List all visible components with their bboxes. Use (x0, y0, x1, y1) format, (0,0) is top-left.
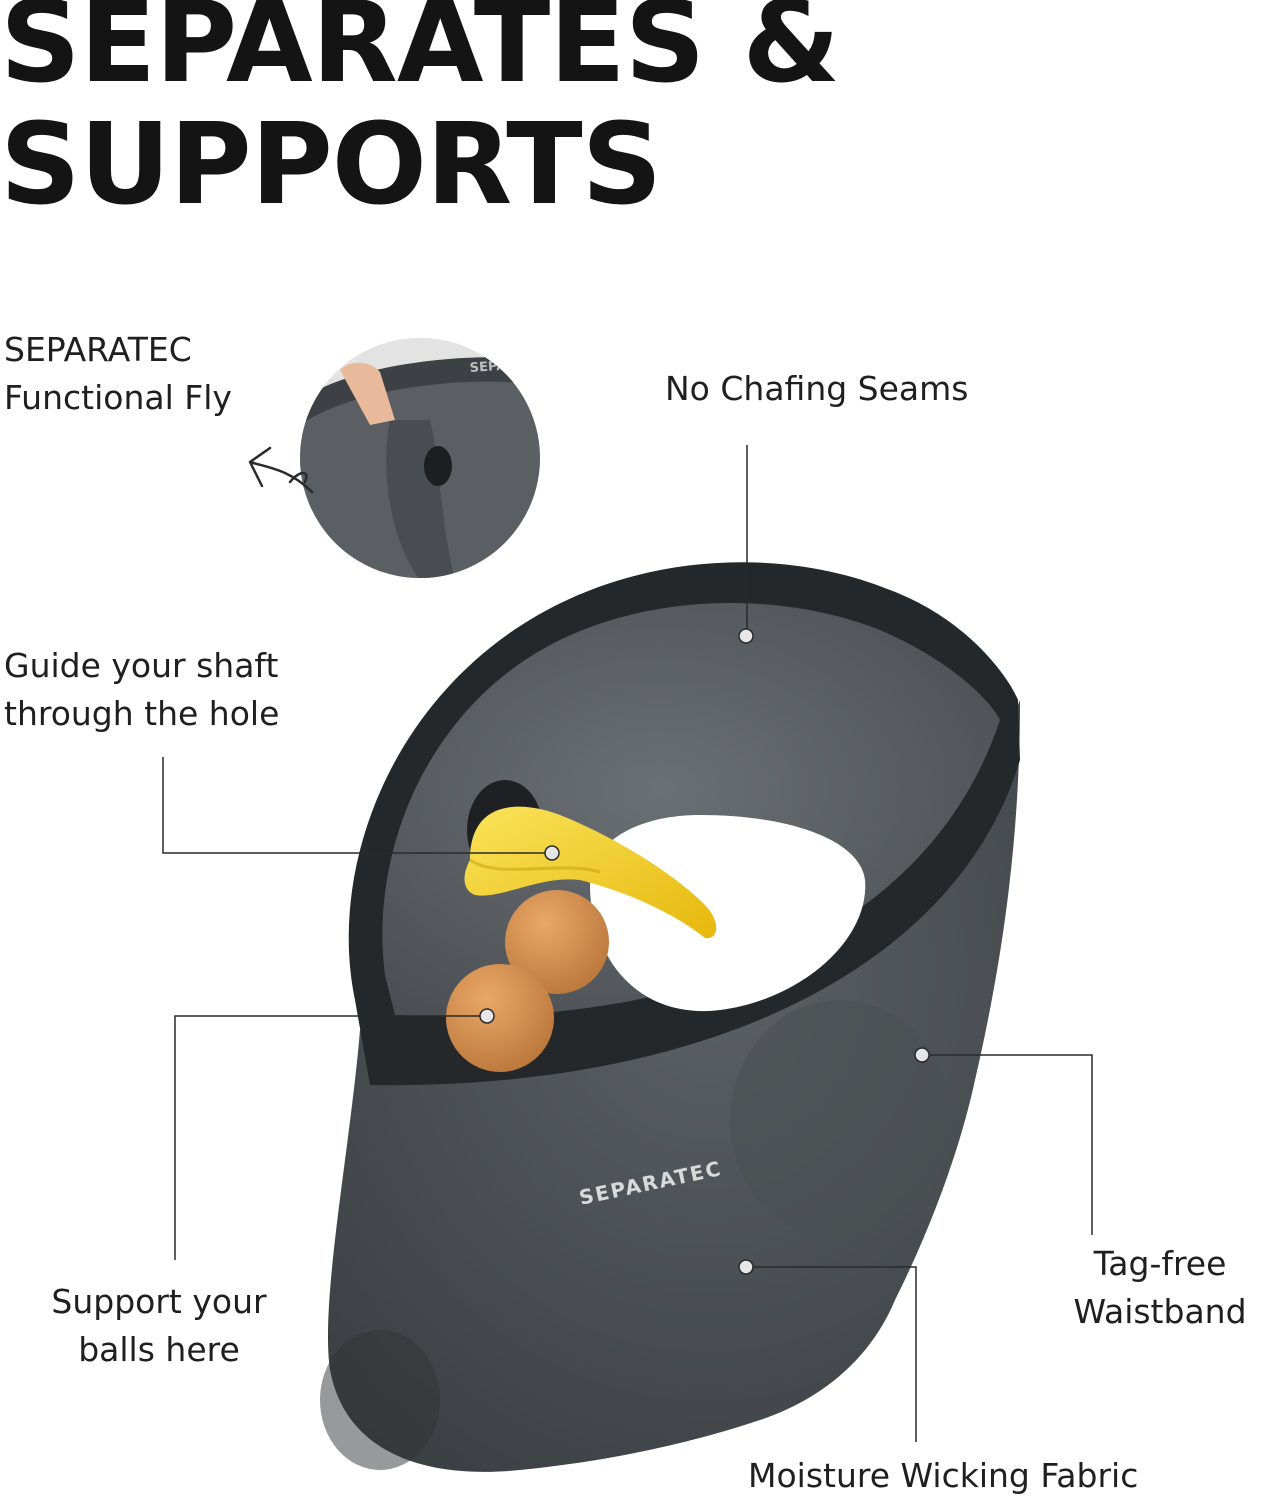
callout-waistband: Tag-free Waistband (1055, 1240, 1265, 1336)
headline-line-1: SEPARATES & (0, 0, 840, 108)
callout-balls-line-1: Support your (51, 1282, 267, 1321)
callout-shaft: Guide your shaft through the hole (4, 642, 279, 738)
callout-seams: No Chafing Seams (665, 365, 969, 413)
callout-fly: SEPARATEC Functional Fly (4, 326, 232, 422)
ball-lower (446, 964, 554, 1072)
banana (464, 806, 717, 939)
callout-waistband-line-1: Tag-free (1093, 1244, 1227, 1283)
callout-shaft-line-2: through the hole (4, 694, 280, 733)
headline-line-2: SUPPORTS (0, 100, 662, 230)
callout-fabric-text: Moisture Wicking Fabric (748, 1456, 1139, 1495)
fly-arrow (248, 446, 314, 494)
callout-shaft-line-1: Guide your shaft (4, 646, 279, 685)
callout-fabric: Moisture Wicking Fabric (748, 1452, 1138, 1500)
callout-seams-text: No Chafing Seams (665, 369, 969, 408)
dot-seams (738, 628, 754, 644)
dot-shaft (544, 845, 560, 861)
callout-fly-line-1: SEPARATEC (4, 330, 192, 369)
headline: SEPARATES & SUPPORTS (0, 0, 840, 230)
fly-inset-photo: SEPARATEC (300, 338, 540, 578)
briefs-body (320, 700, 1021, 1472)
dot-waistband (914, 1047, 930, 1063)
dot-balls (479, 1008, 495, 1024)
callout-waistband-line-2: Waistband (1073, 1292, 1247, 1331)
dot-fabric (738, 1259, 754, 1275)
callout-balls-line-2: balls here (78, 1330, 240, 1369)
callout-lines (162, 445, 1093, 1442)
callout-balls: Support your balls here (24, 1278, 294, 1374)
callout-fly-line-2: Functional Fly (4, 378, 232, 417)
ball-upper (505, 890, 609, 994)
